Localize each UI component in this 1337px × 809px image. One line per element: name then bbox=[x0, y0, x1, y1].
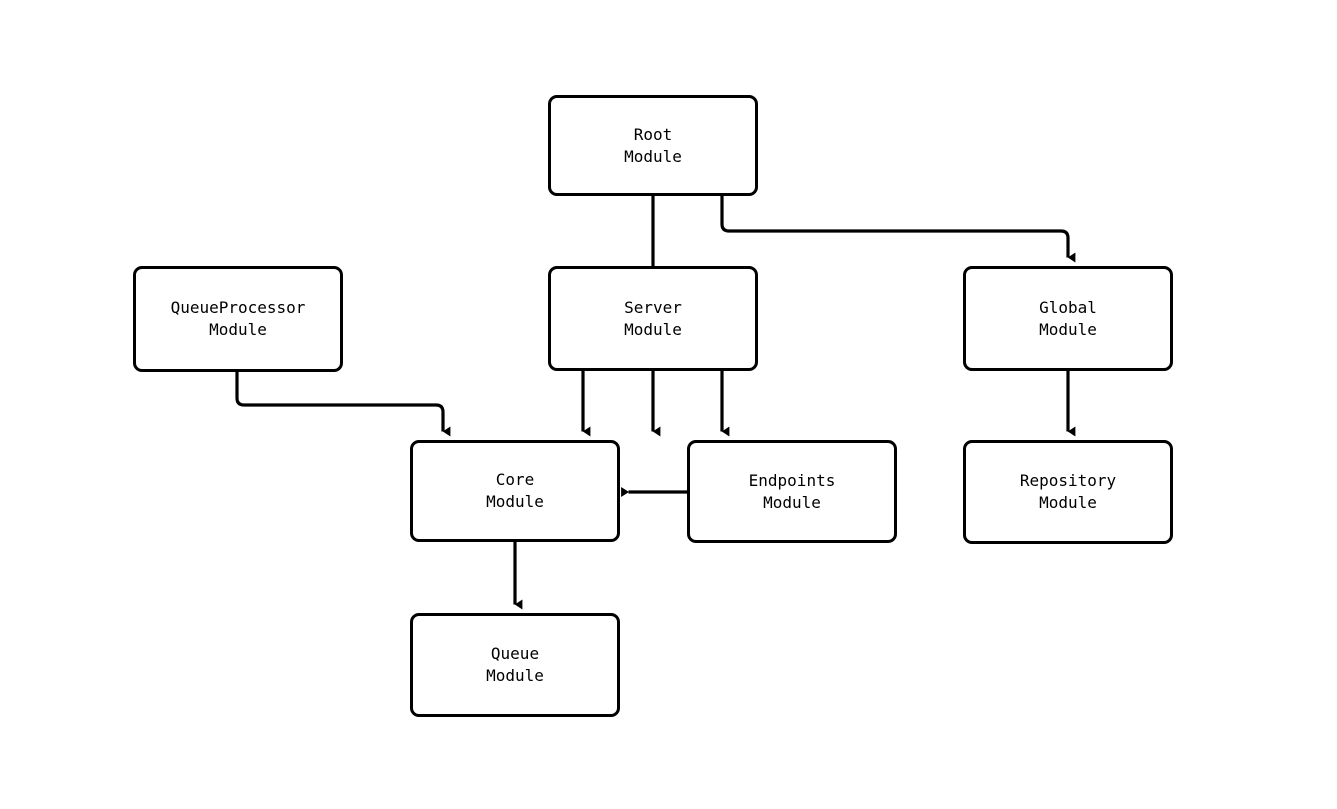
node-global-line2: Module bbox=[1039, 319, 1097, 339]
node-repository[interactable]: Repository Module bbox=[963, 440, 1173, 544]
node-queue-line1: Queue bbox=[490, 644, 540, 663]
node-server-line2: Module bbox=[624, 319, 682, 339]
node-queueprocessor-line1: QueueProcessor bbox=[170, 298, 306, 317]
node-core-line2: Module bbox=[486, 492, 544, 511]
node-repository-line1: Repository bbox=[1019, 471, 1117, 490]
node-server[interactable]: Server Module bbox=[548, 266, 758, 371]
node-endpoints-line2: Module bbox=[763, 492, 821, 512]
node-endpoints-line1: Endpoints bbox=[748, 470, 836, 490]
edge-queueprocessor-to-core bbox=[235, 372, 451, 437]
node-core-line1: Core bbox=[495, 470, 535, 489]
node-queue-line2: Module bbox=[486, 666, 544, 685]
node-queueprocessor[interactable]: QueueProcessor Module bbox=[133, 266, 343, 372]
node-repository-line2: Module bbox=[1039, 493, 1097, 512]
node-global-line1: Global bbox=[1039, 297, 1097, 317]
node-root-line2: Module bbox=[624, 146, 682, 166]
edge-root-to-global bbox=[720, 196, 1076, 263]
node-root[interactable]: Root Module bbox=[548, 95, 758, 196]
node-root-line1: Root bbox=[633, 124, 673, 144]
node-core[interactable]: Core Module bbox=[410, 440, 620, 542]
node-queue[interactable]: Queue Module bbox=[410, 613, 620, 717]
node-global[interactable]: Global Module bbox=[963, 266, 1173, 371]
node-server-line1: Server bbox=[624, 297, 682, 317]
node-endpoints[interactable]: Endpoints Module bbox=[687, 440, 897, 543]
node-queueprocessor-line2: Module bbox=[209, 320, 267, 339]
